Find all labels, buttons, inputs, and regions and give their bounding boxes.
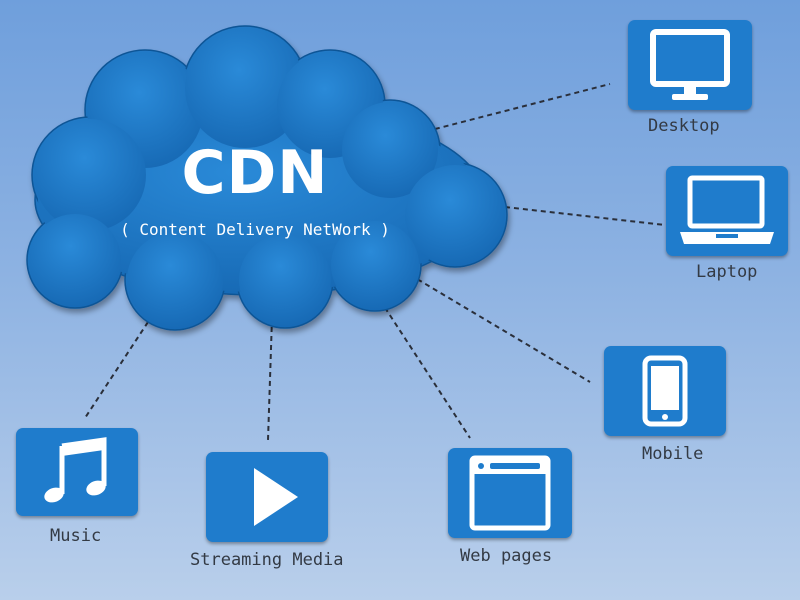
mobile-label: Mobile [642,444,704,464]
connector-mobile [401,269,591,383]
mobile-node [604,346,726,436]
cdn-title: CDN [181,138,329,208]
music-node [16,428,138,516]
desktop-monitor-icon [650,29,730,100]
play-icon [254,468,298,526]
connector-web-pages [379,299,471,439]
laptop-icon [680,175,774,244]
web-pages-label: Web pages [460,546,553,566]
connector-music [84,321,149,419]
web-page-window-icon [469,455,551,531]
web-pages-node [448,448,572,538]
connector-laptop [504,206,666,226]
cdn-subtitle: ( Content Delivery NetWork ) [120,220,390,239]
connector-lines [84,83,666,441]
laptop-node [666,166,788,256]
mobile-phone-icon [642,355,688,427]
streaming-media-label: Streaming Media [190,550,344,570]
laptop-label: Laptop [696,262,758,282]
desktop-node [628,20,752,110]
connector-streaming-media [267,317,273,441]
music-note-icon [44,437,107,503]
desktop-label: Desktop [648,116,720,136]
streaming-media-node [206,452,328,542]
music-label: Music [50,526,102,546]
